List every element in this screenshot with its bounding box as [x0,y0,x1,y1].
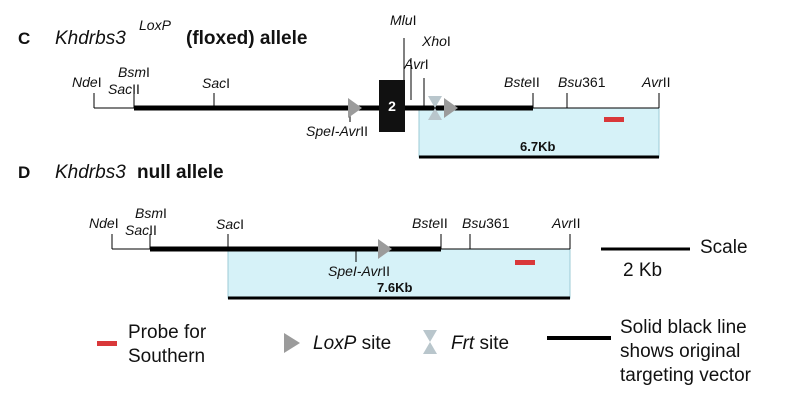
legend-vector-label-3: targeting vector [620,365,752,386]
legend-vector-label-1: Solid black line [620,317,747,338]
panel-c-letter: C [18,29,30,48]
panel-c-fragment-box [418,107,660,158]
panel-c-loxp-site-1 [348,98,362,118]
panel-d-fragment-label: 7.6Kb [377,280,412,295]
panel-d-title-rest: null allele [137,162,224,183]
panel-d-fragment-box [227,248,571,299]
scale-value: 2 Kb [623,260,662,281]
panel-d-bsmi-label: BsmI [135,205,167,221]
panel-c-probe [604,117,624,122]
panel-c-saci-label: SacI [202,75,230,91]
panel-d-ndei-label: NdeI [89,215,119,231]
panel-d-bsu361-label: Bsu361 [462,215,510,231]
legend-loxp-label: LoxP site [313,333,391,354]
panel-c-avrii-label: AvrII [641,74,671,90]
panel-d-loxp-site [378,239,392,259]
scale-label: Scale [700,237,748,258]
panel-d-saci-label: SacI [216,216,244,232]
panel-c-title-rest: (floxed) allele [186,28,307,49]
panel-c-fragment-label: 6.7Kb [520,139,555,154]
panel-d-sacii-label: SacII [125,222,157,238]
panel-d: D Khdrbs3 null allele 7.6Kb NdeI BsmI Sa… [18,162,581,300]
scale-bar-group: Scale 2 Kb [601,237,748,281]
panel-d-spei-avrii-label: SpeI-AvrII [328,263,390,279]
panel-c-spei-avrii-label: SpeI-AvrII [306,123,368,139]
panel-d-avrii-label: AvrII [551,215,581,231]
panel-c-bsteii-label: BsteII [504,74,540,90]
panel-c: C Khdrbs3 LoxP (floxed) allele 6.7Kb 2 [18,12,671,159]
panel-c-exon-2 [379,80,405,132]
legend-probe-swatch [97,341,117,346]
legend-probe-label-2: Southern [128,346,205,367]
panel-c-title-superscript: LoxP [139,17,172,33]
panel-d-letter: D [18,163,30,182]
panel-c-title-gene: Khdrbs3 [55,28,126,49]
panel-c-xhoi-label: XhoI [421,33,451,49]
legend-loxp-icon [284,333,300,353]
panel-c-bsmi-label: BsmI [118,64,150,80]
panel-c-mlui-label: MluI [390,12,416,28]
panel-c-frt-site-bottom [428,108,442,120]
panel-c-exon-label: 2 [388,98,396,114]
legend-frt-label: Frt site [451,333,509,354]
panel-d-probe [515,260,535,265]
legend-probe-label-1: Probe for [128,322,207,343]
panel-d-title-gene: Khdrbs3 [55,162,126,183]
panel-c-frt-site-top [428,96,442,108]
panel-c-loxp-site-2 [444,98,458,118]
panel-c-ndei-label: NdeI [72,74,102,90]
panel-c-sacii-label: SacII [108,81,140,97]
legend-frt-icon-bottom [423,342,437,354]
legend: Probe for Southern LoxP site Frt site So… [97,317,752,386]
legend-frt-icon-top [423,330,437,342]
legend-vector-label-2: shows original [620,341,740,362]
panel-d-bsteii-label: BsteII [412,215,448,231]
panel-c-bsu361-label: Bsu361 [558,74,606,90]
panel-c-avri-label: AvrI [403,56,429,72]
